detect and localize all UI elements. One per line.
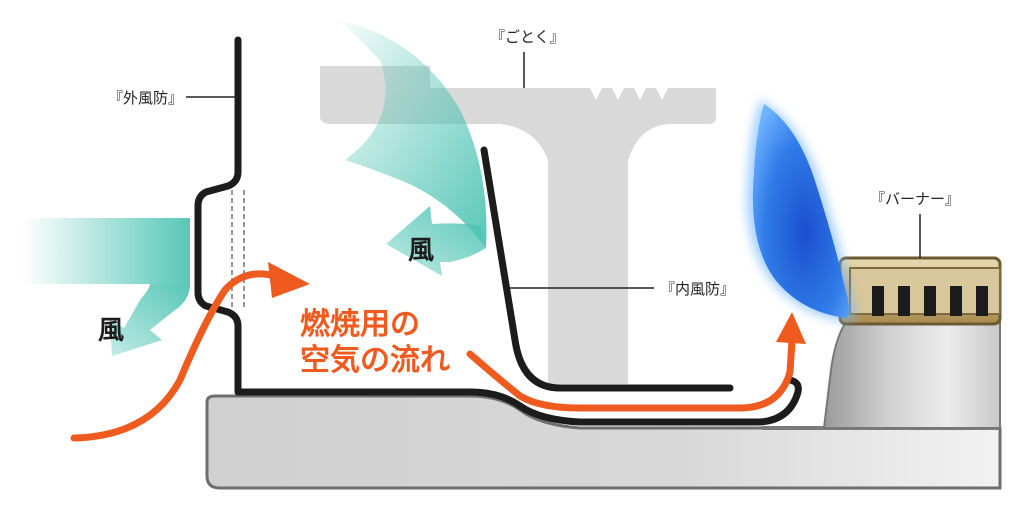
airflow-caption-line1: 燃焼用の	[300, 307, 420, 342]
wind-top-sweep	[340, 20, 487, 248]
flame	[746, 100, 855, 322]
airflow-bottom-arrowhead	[776, 312, 806, 344]
wind-label-left: 風	[98, 316, 124, 346]
wind-left-bar	[22, 218, 190, 284]
trivet	[320, 52, 716, 384]
burner-ports	[872, 286, 988, 316]
wind-left	[22, 218, 190, 356]
airflow-left-arrowhead	[268, 262, 310, 298]
airflow-bottom-path	[466, 336, 796, 412]
trivet-notches	[590, 88, 668, 100]
flame-shape	[752, 104, 849, 318]
burner-label: 『バーナー』	[870, 190, 960, 208]
inner-windshield	[480, 146, 734, 392]
trivet-label: 『ごとく』	[490, 28, 565, 46]
airflow-caption-line2: 空気の流れ	[300, 343, 450, 378]
burner	[822, 214, 1002, 429]
burner-body	[822, 321, 1001, 429]
outer-windshield	[194, 36, 802, 426]
wind-label-top: 風	[408, 236, 434, 266]
base-plate	[205, 394, 1002, 490]
wind-top-arrow	[386, 206, 486, 276]
trivet-body	[320, 66, 716, 384]
outer-windshield-label: 『外風防』	[108, 89, 183, 107]
inner-windshield-label: 『内風防』	[660, 280, 735, 298]
wind-left-down-arrow	[110, 284, 190, 356]
wind-top	[340, 20, 487, 276]
airflow-left-path	[70, 270, 279, 442]
airflow	[70, 262, 806, 442]
